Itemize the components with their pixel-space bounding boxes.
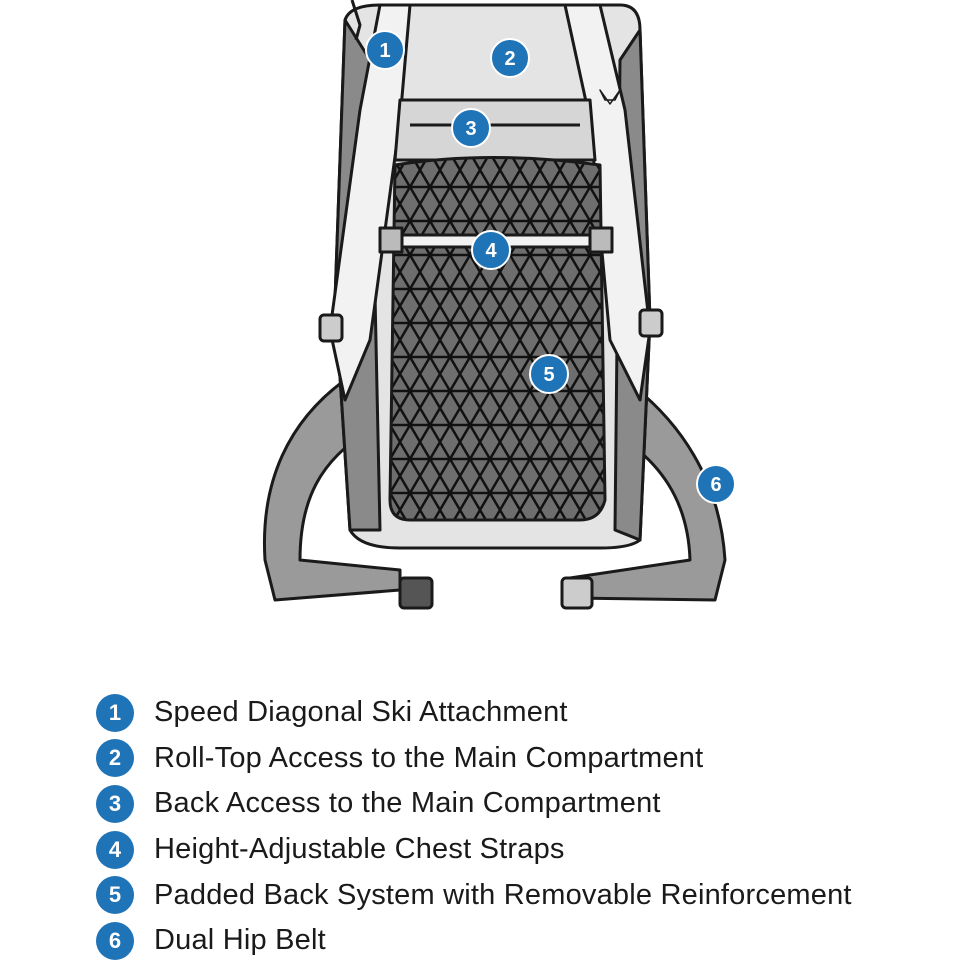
strap-buckle-left [318,313,344,343]
legend-label: Speed Diagonal Ski Attachment [154,696,568,729]
legend-label: Height-Adjustable Chest Straps [154,833,565,866]
back-access-panel [393,98,597,162]
number-badge: 5 [96,876,134,915]
callout-5: 5 [529,354,569,394]
number-badge: 3 [96,784,134,823]
legend-item: 1 Speed Diagonal Ski Attachment [96,690,852,736]
svg-text:2: 2 [504,48,515,70]
number-badge: 6 [96,921,134,960]
callout-3: 3 [451,108,491,148]
number-badge: 4 [96,830,134,869]
hip-belt-left [262,378,402,602]
brand-logo-icon [599,89,621,105]
feature-legend: 1 Speed Diagonal Ski Attachment 2 Roll-Top… [96,690,852,964]
padded-back-panel [388,156,607,522]
legend-label: Back Access to the Main Compartment [154,787,661,820]
legend-label: Roll-Top Access to the Main Compartment [154,741,704,774]
hip-buckle-right [560,576,594,610]
svg-text:1: 1 [379,40,390,62]
legend-label: Dual Hip Belt [154,924,326,957]
legend-label: Padded Back System with Removable Reinfo… [154,878,852,911]
ski-attachment-hook [350,0,362,41]
svg-text:3: 3 [465,118,476,140]
legend-item: 2 Roll-Top Access to the Main Compartment [96,736,852,782]
svg-text:4: 4 [485,240,497,262]
legend-item: 4 Height-Adjustable Chest Straps [96,827,852,873]
shoulder-strap-left [328,3,412,402]
chest-strap-slider-left [378,226,404,254]
callout-badges: 1 2 3 4 5 6 [365,30,736,504]
number-badge: 1 [96,693,134,732]
svg-text:6: 6 [710,474,721,496]
callout-2: 2 [490,38,530,78]
backpack-illustration: 1 2 3 4 5 6 [262,0,736,610]
legend-item: 3 Back Access to the Main Compartment [96,781,852,827]
chest-strap-slider-right [588,226,614,254]
callout-4: 4 [471,230,511,270]
legend-item: 5 Padded Back System with Removable Reinf… [96,872,852,918]
number-badge: 2 [96,739,134,778]
callout-1: 1 [365,30,405,70]
svg-text:5: 5 [543,364,554,386]
callout-6: 6 [696,464,736,504]
legend-item: 6 Dual Hip Belt [96,918,852,964]
strap-buckle-right [638,308,664,338]
hip-buckle-left [398,576,434,610]
